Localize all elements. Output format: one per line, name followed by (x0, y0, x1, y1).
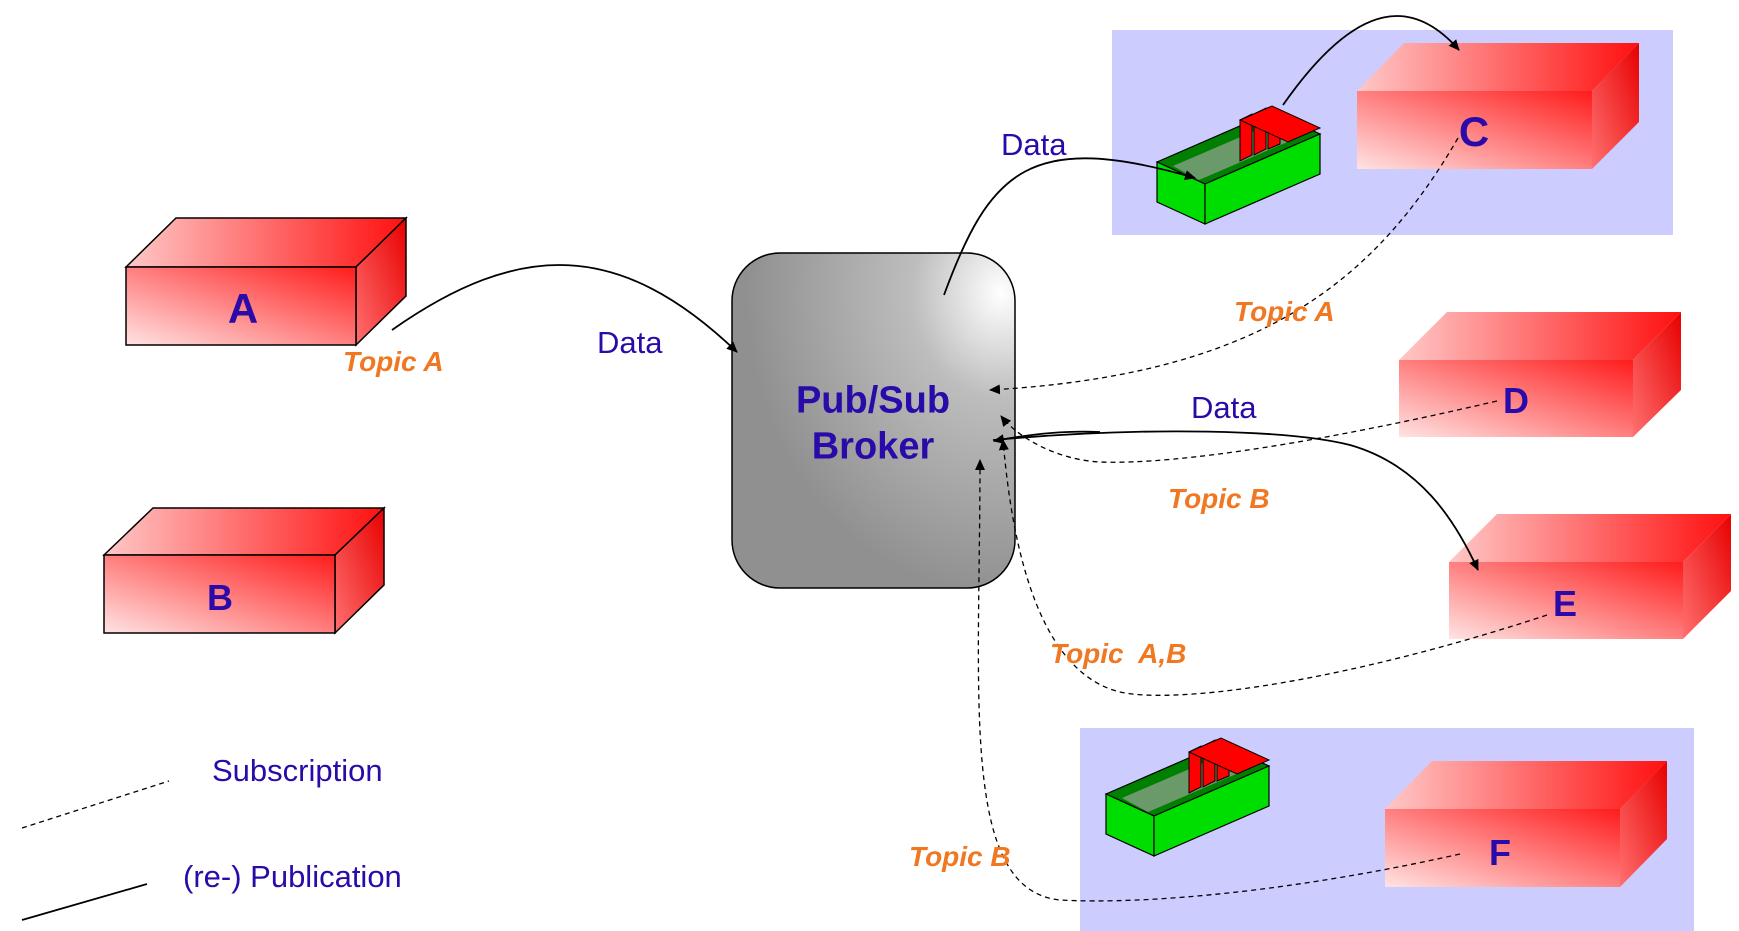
queue-f-icon (1104, 737, 1271, 857)
node-a-box[interactable] (124, 216, 408, 347)
node-d-label: D (1503, 380, 1529, 421)
publication-broker-to-queue-c (943, 157, 1196, 296)
subscription-f (974, 459, 1461, 902)
node-c-label: C (1458, 108, 1490, 155)
node-a-label: A (227, 285, 259, 332)
node-f-label: F (1489, 832, 1511, 873)
legend-publication-line (21, 883, 148, 921)
legend-subscription-line (21, 780, 170, 829)
topic-label-e: Topic A,B (1050, 638, 1187, 669)
node-b-label: B (207, 577, 233, 618)
node-f-box[interactable] (1385, 761, 1667, 887)
broker-label-line2: Broker (811, 425, 935, 467)
node-d-box[interactable] (1399, 312, 1681, 437)
legend-publication-label: (re-) Publication (183, 859, 402, 894)
broker-label-line1: Pub/Sub (795, 379, 951, 422)
topic-label-a: Topic A (343, 346, 444, 377)
publication-queue-c-to-c (1282, 15, 1460, 106)
publication-a-to-broker (391, 264, 738, 353)
subscription-e (998, 439, 1548, 696)
queue-c-icon (1155, 105, 1322, 225)
node-c-box[interactable] (1357, 43, 1639, 169)
node-b-box[interactable] (102, 506, 386, 635)
topic-label-c: Topic A (1234, 296, 1335, 327)
broker-label: Pub/Sub Broker (796, 378, 950, 469)
node-e-box[interactable] (1449, 514, 1731, 639)
node-e-label: E (1552, 583, 1578, 624)
legend-subscription-label: Subscription (212, 753, 383, 788)
broker-box[interactable] (731, 252, 1016, 589)
data-label-c: Data (1001, 127, 1067, 162)
topic-label-d: Topic B (1168, 483, 1270, 514)
data-label-a: Data (597, 325, 663, 360)
topic-label-f: Topic B (909, 841, 1011, 872)
data-label-e: Data (1191, 390, 1257, 425)
subscription-d (1000, 400, 1498, 463)
publication-broker-to-e (992, 430, 1479, 571)
